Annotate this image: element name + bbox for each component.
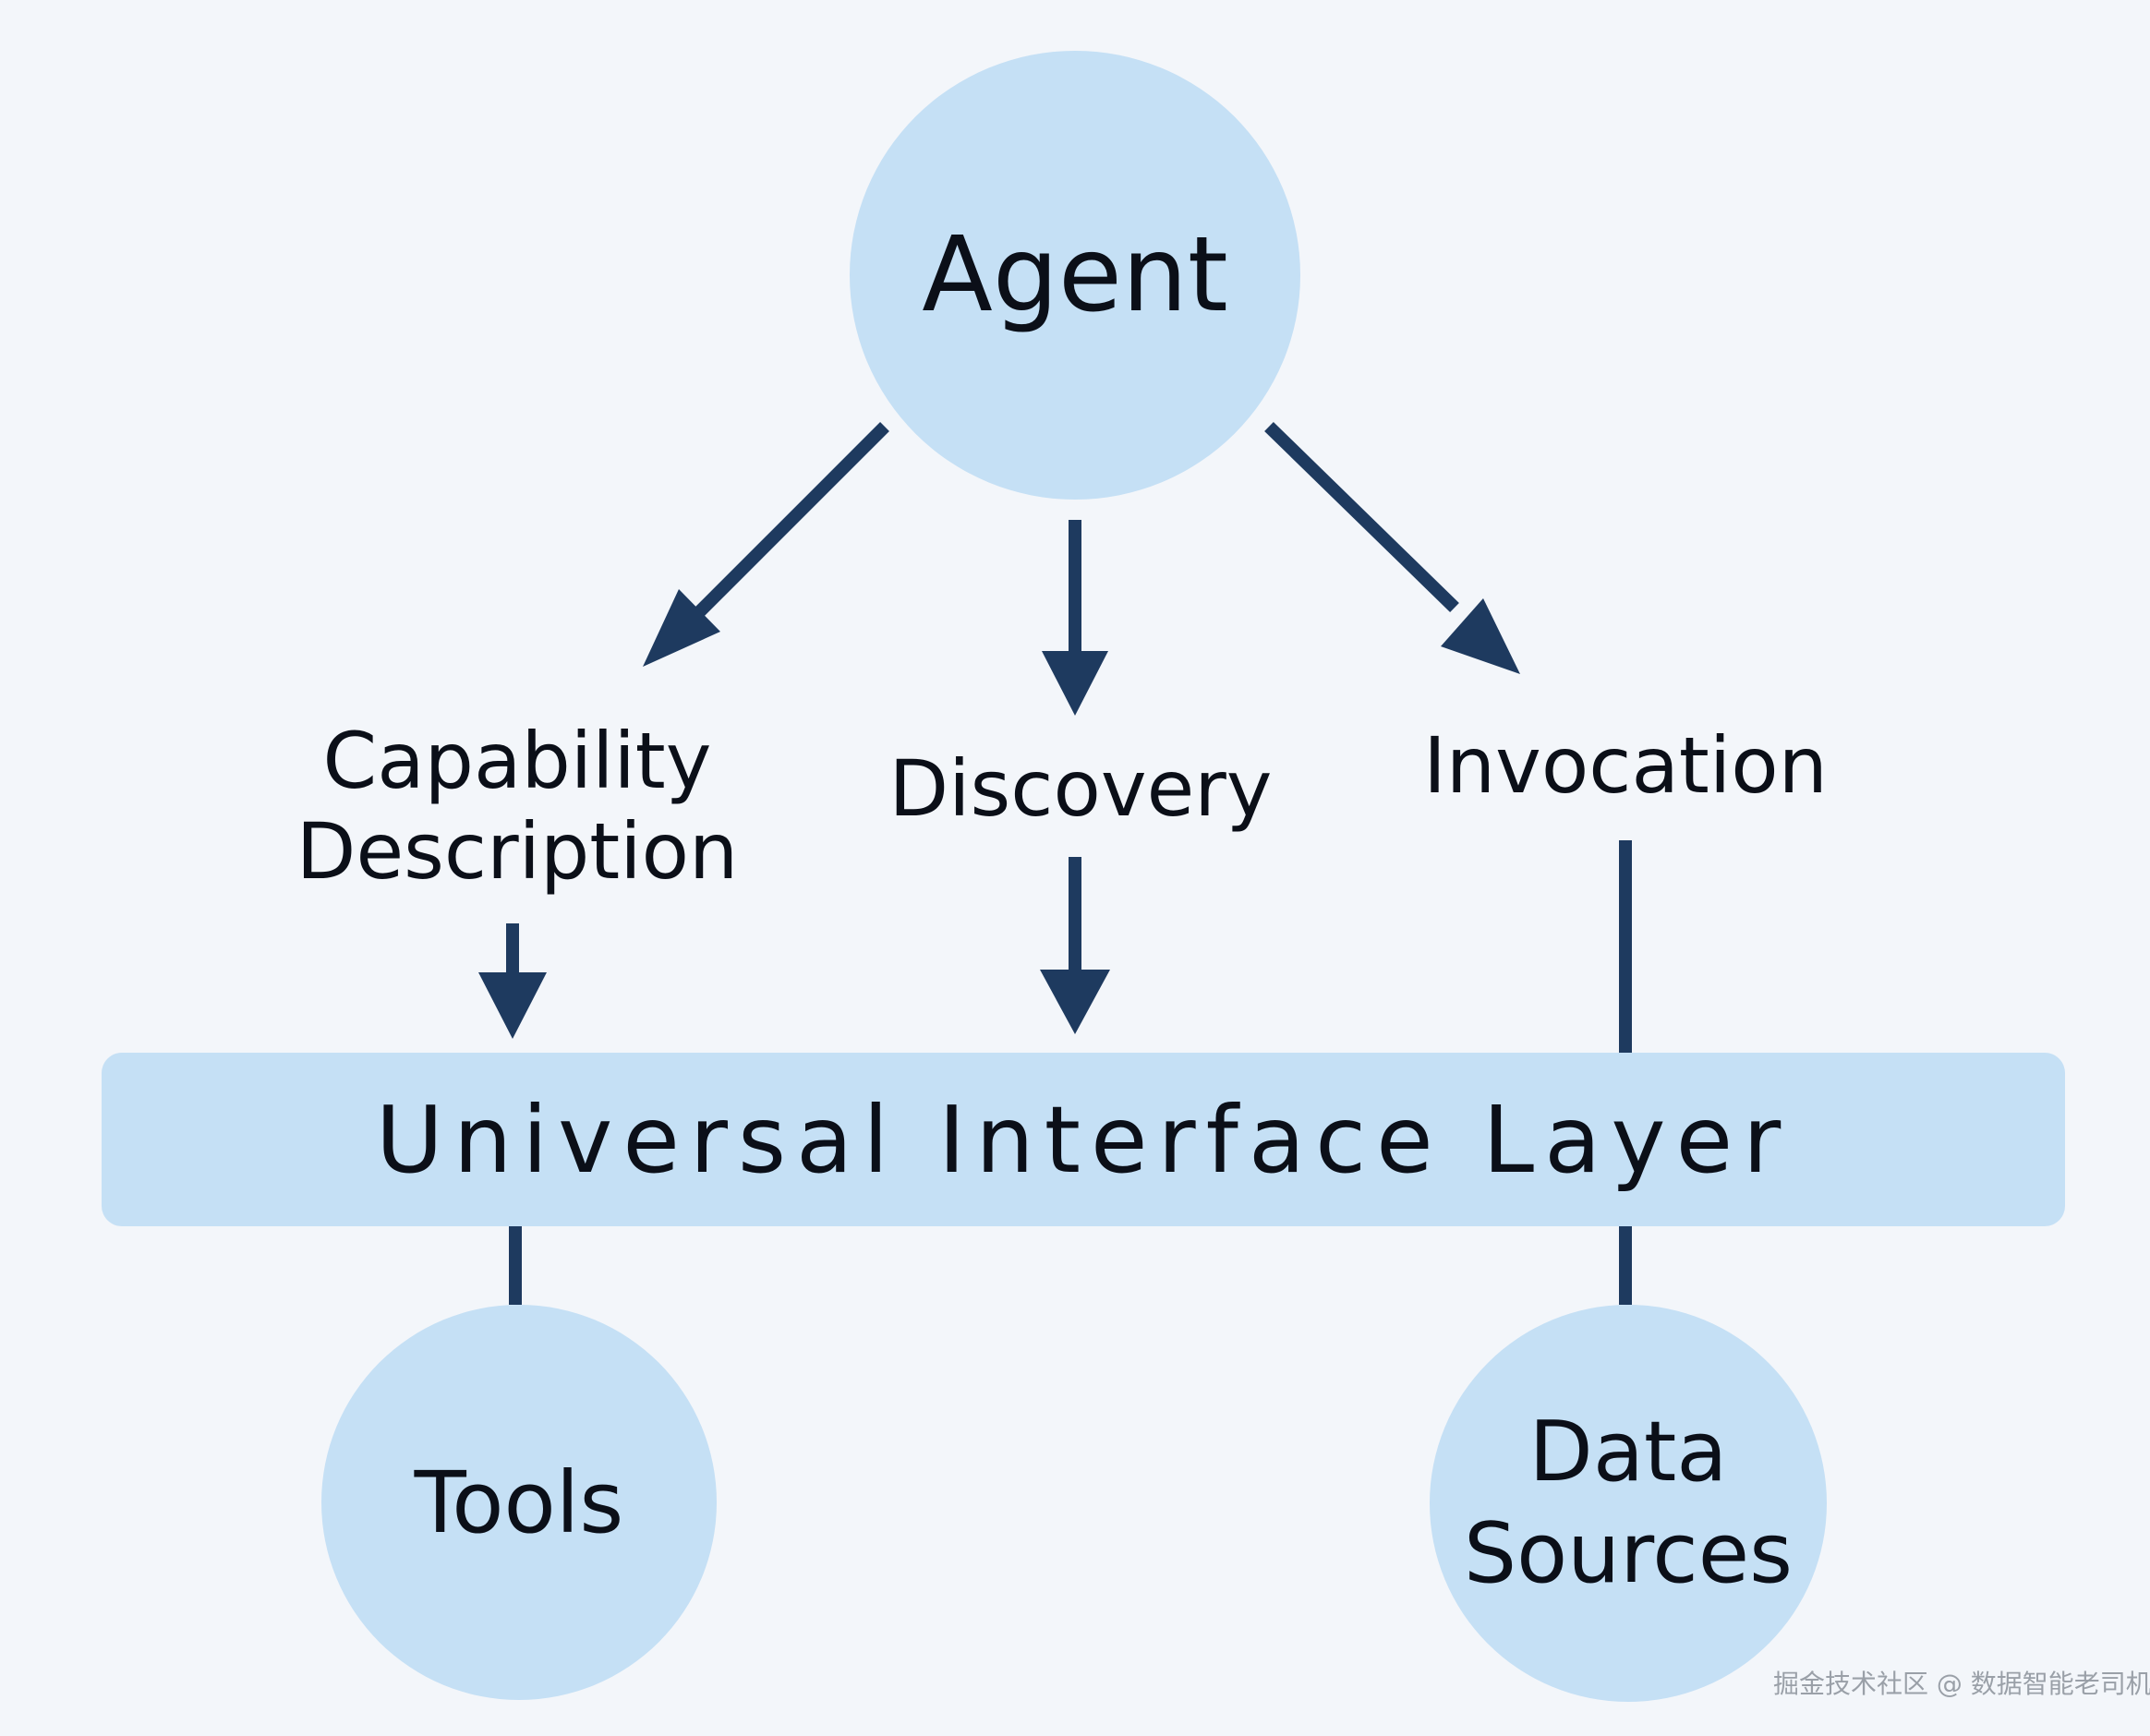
agent-node: Agent — [850, 51, 1300, 500]
capability-label-line1: Capability — [322, 716, 712, 806]
data-sources-label-line2: Sources — [1463, 1505, 1793, 1602]
watermark-text: 掘金技术社区 @ 数据智能老司机 — [1773, 1669, 2150, 1699]
capability-description-label: Capability Description — [277, 716, 757, 898]
arrowhead-discovery-layer — [1040, 970, 1110, 1034]
invocation-label: Invocation — [1423, 720, 1828, 811]
data-sources-node: Data Sources — [1430, 1305, 1827, 1702]
discovery-label: Discovery — [888, 743, 1273, 834]
universal-interface-layer: Universal Interface Layer — [102, 1053, 2065, 1226]
arrowhead-discovery — [1042, 651, 1108, 716]
arrow-agent-to-invocation — [1264, 421, 1459, 613]
layer-label: Universal Interface Layer — [375, 1085, 1792, 1194]
agent-label: Agent — [922, 215, 1228, 335]
capability-label-line2: Description — [296, 806, 739, 898]
arrowhead-invocation — [1441, 598, 1520, 674]
arrow-agent-to-capability — [693, 422, 889, 619]
arrowhead-capability — [643, 589, 720, 667]
tools-label: Tools — [414, 1453, 624, 1552]
tools-node: Tools — [321, 1305, 717, 1700]
arrowhead-capability-layer — [478, 972, 547, 1039]
data-sources-label-line1: Data — [1528, 1404, 1728, 1501]
